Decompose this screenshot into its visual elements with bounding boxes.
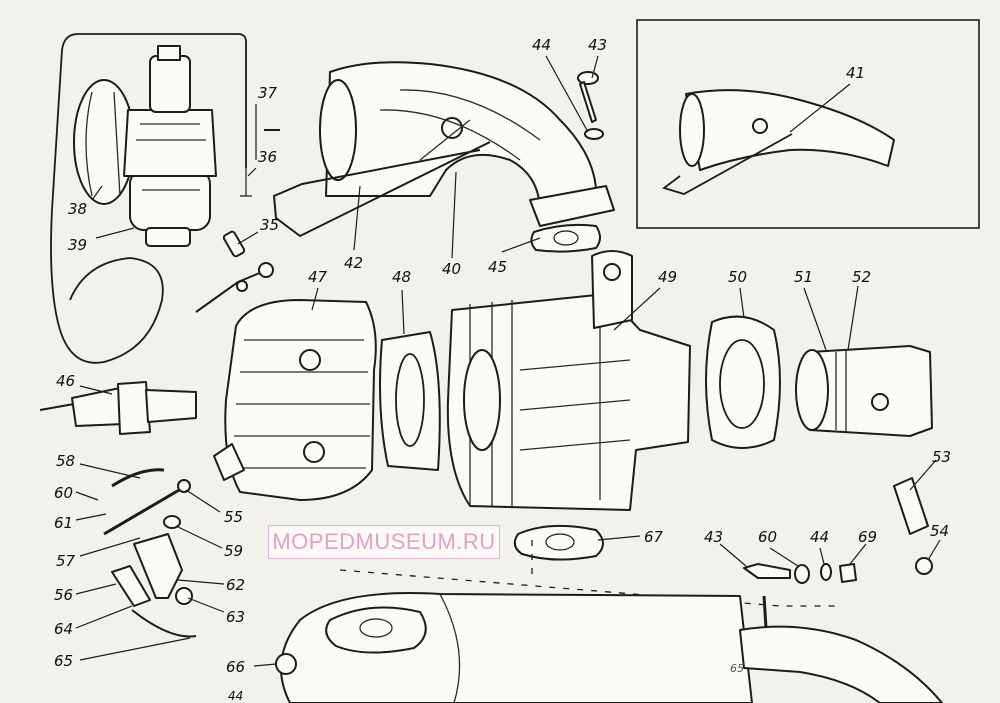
cylinder-head	[213, 299, 377, 501]
callout-39: 39	[68, 236, 87, 254]
cable-end	[240, 168, 252, 197]
callout-47: 47	[308, 268, 328, 286]
valve-rod	[103, 484, 187, 536]
carb-top	[149, 55, 191, 113]
callout-60-lower: 60	[758, 528, 777, 546]
throttle-linkage	[195, 230, 274, 313]
exhaust-fasteners	[743, 563, 857, 584]
callout-45: 45	[488, 258, 507, 276]
callout-67: 67	[644, 528, 664, 546]
callout-53: 53	[932, 448, 951, 466]
callout-44: 44	[532, 36, 551, 54]
callout-50: 50	[728, 268, 747, 286]
callout-40: 40	[442, 260, 461, 278]
manifold-gasket	[530, 223, 601, 253]
callout-35: 35	[260, 216, 279, 234]
callout-37: 37	[258, 84, 278, 102]
callout-55: 55	[224, 508, 243, 526]
carburettor	[73, 45, 217, 247]
base-gasket	[705, 315, 781, 449]
callout-62: 62	[226, 576, 245, 594]
inset-frame	[636, 19, 980, 229]
callout-51: 51	[794, 268, 813, 286]
decompressor-parts	[103, 468, 197, 638]
watermark: MOPEDMUSEUM.RU	[268, 525, 500, 559]
callout-52: 52	[852, 268, 871, 286]
callout-38: 38	[68, 200, 87, 218]
callout-48: 48	[392, 268, 411, 286]
cylinder	[446, 250, 691, 511]
callout-43-lower: 43	[704, 528, 723, 546]
float-bowl	[129, 169, 211, 231]
callout-61: 61	[54, 514, 73, 532]
callout-57: 57	[56, 552, 76, 570]
callout-59: 59	[224, 542, 243, 560]
manifold-inlet	[319, 79, 357, 181]
head-gasket	[379, 331, 441, 471]
callout-65: 65	[54, 652, 73, 670]
spark-plug	[39, 381, 197, 435]
callout-42: 42	[344, 254, 363, 272]
callout-56: 56	[54, 586, 73, 604]
bowl-nut	[145, 227, 191, 247]
alt-manifold	[662, 89, 895, 195]
carb-body	[123, 109, 217, 177]
throttle-cable	[50, 33, 247, 364]
callout-41: 41	[846, 64, 865, 82]
callout-69: 69	[858, 528, 877, 546]
muffler	[275, 592, 943, 703]
callout-36: 36	[258, 148, 277, 166]
callout-44-lower: 44	[810, 528, 829, 546]
callout-64: 64	[54, 620, 73, 638]
callout-43: 43	[588, 36, 607, 54]
choke-wire	[272, 141, 491, 238]
manifold-body	[325, 61, 598, 213]
circlip	[915, 557, 933, 575]
piston-pin	[893, 477, 929, 535]
air-filter-cover	[73, 79, 135, 205]
muffler-flange	[325, 606, 427, 654]
callout-60: 60	[54, 484, 73, 502]
manifold-screw	[577, 71, 604, 140]
tailpipe	[739, 625, 943, 703]
piston	[795, 345, 933, 437]
callout-58: 58	[56, 452, 75, 470]
callout-63: 63	[226, 608, 245, 626]
callout-49: 49	[658, 268, 677, 286]
manifold-flange	[529, 185, 615, 227]
callout-46: 46	[56, 372, 75, 390]
callout-labels: 37 36 38 39 35 42 40 45 44 43 41 47 48 4…	[54, 36, 951, 703]
callout-54: 54	[930, 522, 949, 540]
callout-44-bottom: 44	[228, 689, 243, 703]
assembly-line	[339, 569, 836, 607]
exhaust-gasket	[513, 524, 604, 561]
intake-manifold	[272, 61, 615, 238]
callout-66: 66	[226, 658, 245, 676]
leader-lines	[75, 55, 941, 667]
callout-65-muffler: 65	[730, 662, 744, 675]
cylinder-lug	[591, 250, 633, 329]
